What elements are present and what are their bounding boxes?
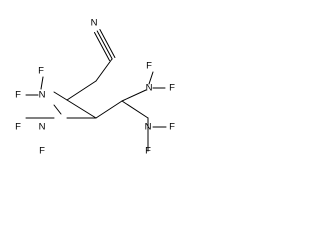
bond-layer	[25, 29, 167, 152]
fluorine-label: F	[38, 66, 44, 77]
carbon-bond	[95, 58, 113, 82]
triple-bond-line	[96, 30, 113, 60]
fluorine-label: F	[146, 61, 152, 72]
fluorine-label: F	[169, 122, 175, 133]
nitrogen-fluorine-bond	[40, 76, 44, 90]
chemical-structure-diagram: N N F F N F F N F F N F F	[15, 18, 175, 157]
carbon-bond	[121, 100, 149, 119]
amine-nitrogen-label: N	[39, 90, 46, 101]
carbon-bond	[66, 99, 97, 119]
nitrogen-fluorine-bond	[53, 104, 62, 115]
carbon-bond	[95, 100, 123, 119]
nitrogen-fluorine-bond	[148, 71, 154, 85]
amine-nitrogen-label: N	[146, 83, 153, 94]
carbon-bond	[66, 80, 97, 101]
fluorine-label: F	[15, 90, 21, 101]
amine-nitrogen-label: N	[145, 122, 152, 133]
fluorine-label: F	[39, 146, 45, 157]
atom-label-layer: N N F F N F F N F F N F F	[15, 18, 175, 157]
amine-nitrogen-label: N	[39, 122, 46, 133]
fluorine-label: F	[15, 122, 21, 133]
triple-bond-line	[94, 32, 110, 61]
carbon-nitrogen-bond	[53, 91, 68, 101]
fluorine-label: F	[169, 83, 175, 94]
nitrile-nitrogen-label: N	[91, 18, 98, 29]
fluorine-label: F	[145, 146, 151, 157]
carbon-nitrogen-bond	[121, 89, 147, 102]
triple-bond-line	[99, 29, 116, 58]
